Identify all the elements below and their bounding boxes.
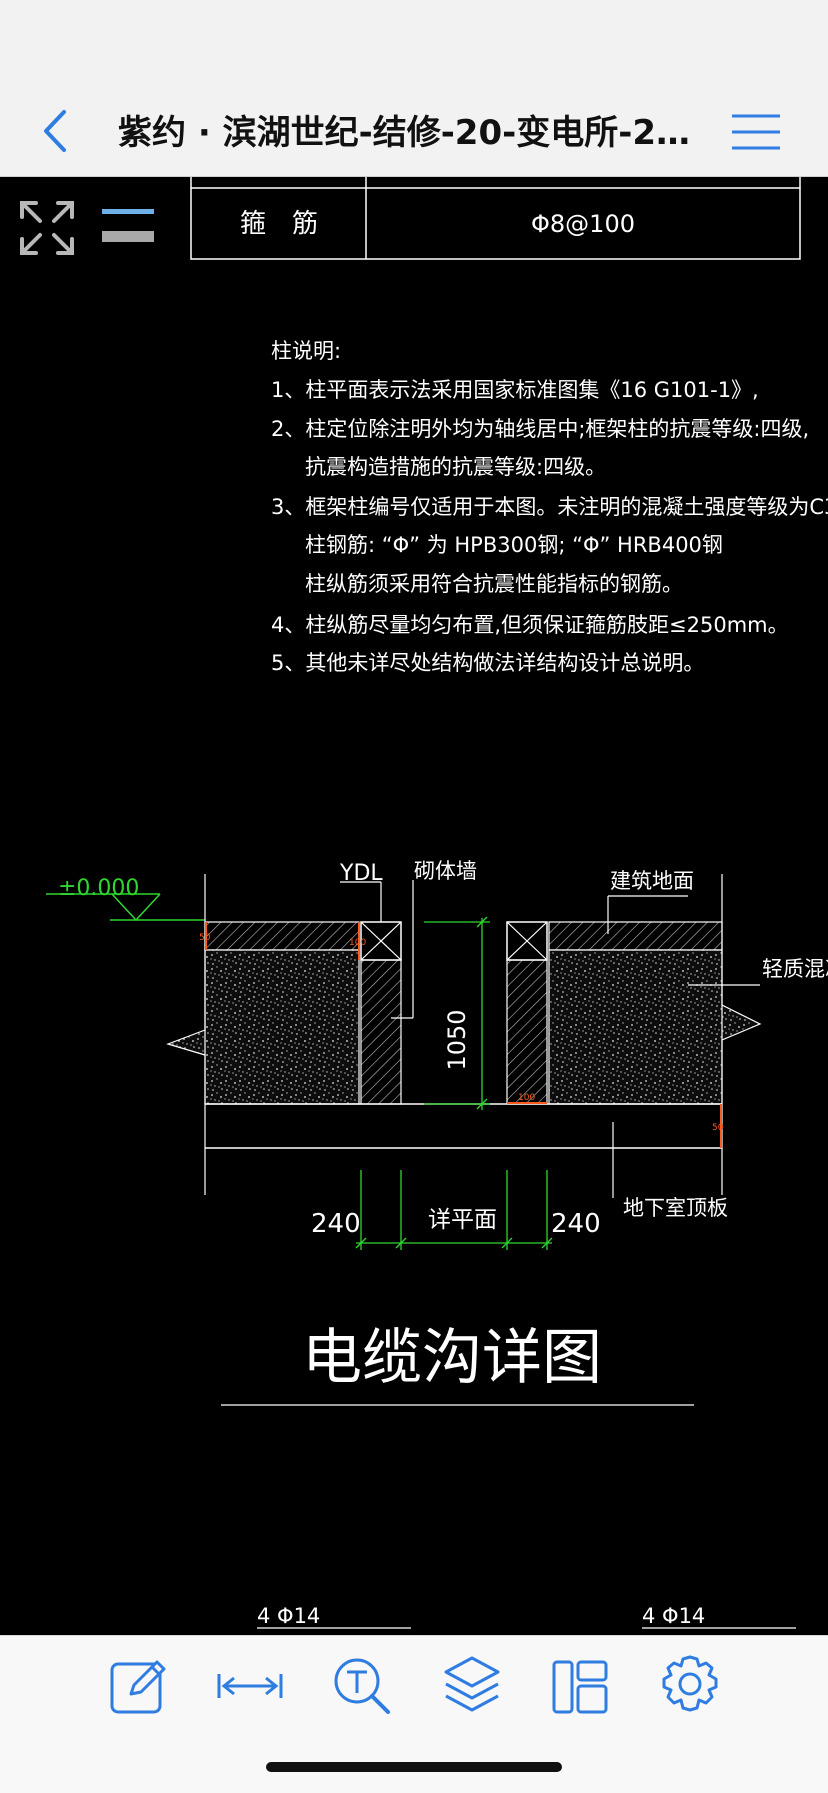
dim-middle: 详平面	[428, 1207, 497, 1233]
line-weight-button[interactable]	[100, 201, 158, 251]
dim-small: 100	[518, 1093, 535, 1103]
table-value: Φ8@100	[531, 210, 635, 238]
dim-left-width: 240	[311, 1209, 361, 1239]
rebar-note-left: 4 Φ14	[257, 1604, 320, 1628]
detail-title: 电缆沟详图	[302, 1323, 602, 1393]
dim-right-width: 240	[551, 1209, 601, 1239]
column-notes: 柱说明: 1、柱平面表示法采用国家标准图集《16 G101-1》, 2、柱定位除…	[271, 339, 828, 675]
layers-button[interactable]	[436, 1650, 508, 1722]
note-line: 抗震构造措施的抗震等级:四级。	[305, 455, 606, 479]
stirrup-table: 箍 筋 Φ8@100	[190, 177, 801, 260]
label-ydl: YDL	[339, 861, 383, 886]
document-title: 紫约 · 滨湖世纪-结修-20-变电所-20...	[118, 113, 708, 153]
dim-small: 100	[349, 938, 366, 948]
home-indicator[interactable]	[266, 1762, 562, 1772]
rebar-note-right: 4 Φ14	[642, 1604, 705, 1628]
table-label: 箍 筋	[240, 209, 318, 239]
label-basement-slab: 地下室顶板	[623, 1196, 728, 1220]
view-tools	[14, 195, 164, 265]
edit-icon	[110, 1660, 166, 1714]
measure-button[interactable]	[214, 1650, 286, 1722]
elevation-label: ±0.000	[58, 876, 139, 901]
layout-icon	[552, 1660, 608, 1714]
note-line: 柱说明:	[271, 339, 341, 363]
edit-button[interactable]	[103, 1650, 175, 1722]
dim-small: 50	[199, 933, 211, 943]
text-search-button[interactable]	[326, 1650, 398, 1722]
nav-bar: 紫约 · 滨湖世纪-结修-20-变电所-20...	[0, 0, 828, 177]
label-building-floor: 建筑地面	[610, 869, 694, 893]
settings-button[interactable]	[654, 1650, 726, 1722]
note-line: 2、柱定位除注明外均为轴线居中;框架柱的抗震等级:四级,	[271, 417, 809, 441]
expand-arrows-icon	[20, 201, 74, 255]
label-light-concrete: 轻质混凝土	[762, 957, 828, 981]
note-line: 柱钢筋: “Φ” 为 HPB300钢; “Φ” HRB400钢	[305, 533, 723, 557]
measure-icon	[217, 1674, 283, 1698]
cad-drawing: 箍 筋 Φ8@100 柱说明: 1、柱平面表示法采用国家标准图集《16 G101…	[46, 177, 828, 1629]
drawing-canvas[interactable]: 箍 筋 Φ8@100 柱说明: 1、柱平面表示法采用国家标准图集《16 G101…	[0, 177, 828, 1635]
expand-button[interactable]	[14, 195, 80, 261]
note-line: 4、柱纵筋尽量均匀布置,但须保证箍筋肢距≤250mm。	[271, 613, 789, 637]
back-button[interactable]	[36, 106, 76, 156]
dim-depth: 1050	[443, 1009, 471, 1070]
dim-small: 50	[712, 1123, 724, 1133]
note-line: 柱纵筋须采用符合抗震性能指标的钢筋。	[305, 572, 683, 596]
hamburger-menu-icon	[732, 114, 780, 150]
note-line: 1、柱平面表示法采用国家标准图集《16 G101-1》,	[271, 378, 759, 402]
note-line: 3、框架柱编号仅适用于本图。未注明的混凝土强度等级为C30,	[271, 495, 828, 519]
label-masonry-wall: 砌体墙	[414, 859, 477, 883]
chevron-left-icon	[44, 110, 66, 152]
note-line: 5、其他未详尽处结构做法详结构设计总说明。	[271, 651, 704, 675]
layout-button[interactable]	[544, 1650, 616, 1722]
layers-icon	[444, 1656, 500, 1712]
line-weight-icon	[102, 209, 154, 242]
settings-icon	[662, 1655, 718, 1712]
menu-button[interactable]	[728, 110, 784, 154]
cable-trench-section: ±0.000	[46, 859, 828, 1250]
text-search-icon	[334, 1658, 390, 1714]
